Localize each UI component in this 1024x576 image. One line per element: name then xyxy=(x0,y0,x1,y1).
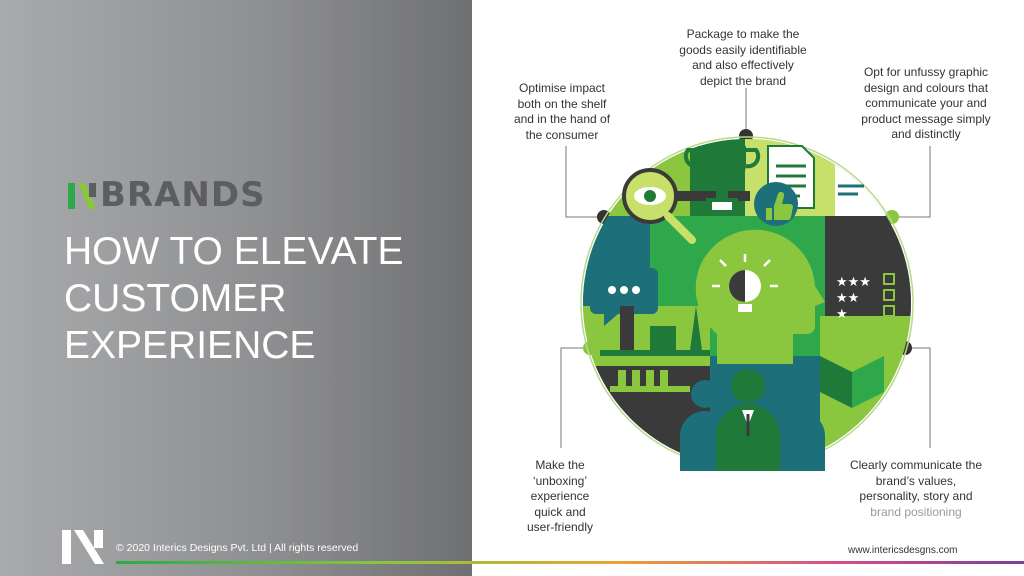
magnifier-eye-icon xyxy=(622,168,696,244)
footer-gradient-bar xyxy=(116,561,1024,564)
trophy-icon xyxy=(683,146,761,210)
caption-top-line: depict the brand xyxy=(699,73,787,88)
caption-bottom-right-line: personality, story and xyxy=(859,489,973,503)
caption-top-right-line: product message simply xyxy=(861,111,991,126)
copyright-text: © 2020 Interics Designs Pvt. Ltd | All r… xyxy=(116,542,359,554)
chat-bubble-icon xyxy=(590,268,658,326)
caption-bottom-left-line: Make the xyxy=(535,458,585,472)
package-box-icon xyxy=(820,340,884,408)
caption-top-right: Opt for unfussy graphic design and colou… xyxy=(846,65,1006,143)
caption-top-left-line: Optimise impact xyxy=(518,81,606,95)
title-line-1: HOW TO ELEVATE xyxy=(64,230,404,273)
caption-bottom-left-line: user-friendly xyxy=(526,520,594,534)
caption-top-line: goods easily identifiable xyxy=(679,42,807,57)
caption-top-right-line: design and colours that xyxy=(863,80,989,95)
caption-bottom-left-line: experience xyxy=(530,489,590,503)
text-lines-icon xyxy=(838,184,864,196)
caption-top-left-line: the consumer xyxy=(525,127,599,142)
caption-bottom-right-muted: brand positioning xyxy=(870,504,962,519)
caption-top-left-line: both on the shelf xyxy=(517,96,607,111)
caption-bottom-right-line: Clearly communicate the xyxy=(849,458,983,472)
caption-bottom-right: Clearly communicate the brand’s values, … xyxy=(836,458,996,520)
shelf-products-icon xyxy=(600,306,710,392)
caption-bottom-right-line: brand’s values, xyxy=(875,473,957,488)
caption-top-right-line: communicate your and xyxy=(865,96,987,110)
title-line-2: CUSTOMER xyxy=(64,277,287,320)
left-panel: BRANDS HOW TO ELEVATE CUSTOMER EXPERIENC… xyxy=(0,0,472,576)
svg-text:★★: ★★ xyxy=(836,291,859,306)
brand-logo-mark-icon xyxy=(68,183,96,209)
svg-text:★★★: ★★★ xyxy=(836,275,871,290)
caption-top-right-line: Opt for unfussy graphic xyxy=(863,65,989,79)
lightbulb-head-icon xyxy=(695,229,825,364)
customer-experience-illustration: ★★★ ★★ ★ xyxy=(580,136,914,471)
caption-top-right-line: and distinctly xyxy=(891,127,961,141)
caption-top-left: Optimise impact both on the shelf and in… xyxy=(500,81,624,143)
footer-logo-icon xyxy=(62,530,104,564)
caption-bottom-left-line: ‘unboxing’ xyxy=(532,473,588,488)
page-title: HOW TO ELEVATE CUSTOMER EXPERIENCE xyxy=(64,228,424,369)
caption-top: Package to make the goods easily identif… xyxy=(668,27,818,89)
caption-bottom-left-line: quick and xyxy=(534,504,586,519)
rating-checklist-icon: ★★★ ★★ ★ xyxy=(836,273,895,322)
thumbs-up-icon xyxy=(754,182,798,226)
caption-top-left-line: and in the hand of xyxy=(513,112,611,126)
svg-text:★: ★ xyxy=(836,307,848,322)
brand-logo-text: BRANDS xyxy=(100,175,266,215)
caption-top-line: and also effectively xyxy=(692,58,794,72)
people-icon xyxy=(680,369,825,471)
title-line-3: EXPERIENCE xyxy=(64,324,316,367)
caption-top-line: Package to make the xyxy=(686,27,800,41)
caption-bottom-left: Make the ‘unboxing’ experience quick and… xyxy=(510,458,610,536)
website-link[interactable]: www.intericsdesgns.com xyxy=(848,545,958,556)
